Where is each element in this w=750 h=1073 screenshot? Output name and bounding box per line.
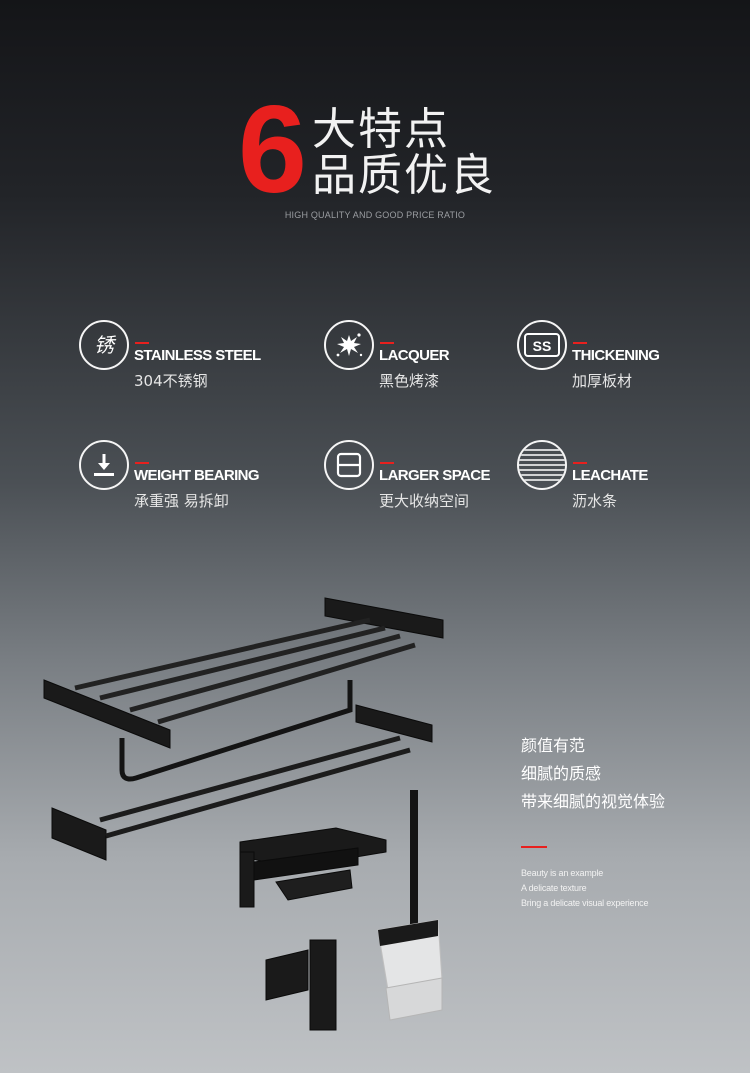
hero-tagline: HIGH QUALITY AND GOOD PRICE RATIO xyxy=(284,210,466,220)
toilet-brush xyxy=(377,790,443,1021)
feature-title-en: LACQUER xyxy=(379,347,450,364)
feature-accent-bar xyxy=(135,462,149,464)
feature-copy: 颜值有范 细腻的质感 带来细腻的视觉体验 Beauty is an exampl… xyxy=(521,732,665,911)
product-set-illustration xyxy=(43,597,444,1031)
feature-weight-bearing: WEIGHT BEARING 承重强 易拆卸 xyxy=(79,440,299,510)
feature-title-zh: 304不锈钢 xyxy=(134,372,208,390)
double-towel-bar xyxy=(51,704,433,861)
svg-text:锈: 锈 xyxy=(94,333,117,357)
leachate-icon xyxy=(517,440,567,490)
feature-title-zh: 承重强 易拆卸 xyxy=(134,492,229,510)
feature-title-en: LEACHATE xyxy=(572,467,648,484)
lacquer-splash-icon xyxy=(324,320,374,370)
hero-title-line2: 品质优良 xyxy=(312,150,496,201)
robe-hook xyxy=(265,939,337,1031)
towel-shelf xyxy=(43,597,444,782)
copy-small: Beauty is an example xyxy=(521,868,604,878)
thickening-icon: SS xyxy=(517,320,567,370)
feature-title-zh: 更大收纳空间 xyxy=(379,492,470,510)
feature-accent-bar xyxy=(380,342,394,344)
feature-leachate: LEACHATE 沥水条 xyxy=(517,440,737,510)
copy-line: 颜值有范 xyxy=(521,736,586,755)
feature-stainless-steel: 锈 STAINLESS STEEL 304不锈钢 xyxy=(79,320,299,390)
larger-space-icon xyxy=(324,440,374,490)
feature-title-zh: 沥水条 xyxy=(572,492,618,510)
feature-title-en: WEIGHT BEARING xyxy=(134,467,260,484)
copy-small: Bring a delicate visual experience xyxy=(521,898,649,908)
hero-section: 6 大特点 品质优良 HIGH QUALITY AND GOOD PRICE R… xyxy=(0,0,750,240)
feature-count-number: 6 xyxy=(238,81,307,219)
feature-title-en: THICKENING xyxy=(572,347,660,364)
paper-holder xyxy=(239,827,387,908)
feature-accent-bar xyxy=(135,342,149,344)
feature-accent-bar xyxy=(573,342,587,344)
feature-accent-bar xyxy=(380,462,394,464)
feature-title-zh: 黑色烤漆 xyxy=(379,372,440,390)
copy-line: 带来细腻的视觉体验 xyxy=(521,792,666,811)
feature-title-en: STAINLESS STEEL xyxy=(134,347,261,364)
feature-accent-bar xyxy=(573,462,587,464)
weight-bearing-icon xyxy=(79,440,129,490)
copy-line: 细腻的质感 xyxy=(521,764,602,783)
feature-larger-space: LARGER SPACE 更大收纳空间 xyxy=(324,440,544,510)
stainless-steel-icon: 锈 xyxy=(79,320,129,370)
feature-lacquer: LACQUER 黑色烤漆 xyxy=(324,320,544,390)
feature-thickening: SS THICKENING 加厚板材 xyxy=(517,320,737,390)
hero-title-line1: 大特点 xyxy=(312,104,450,155)
svg-text:SS: SS xyxy=(533,338,552,354)
feature-title-zh: 加厚板材 xyxy=(572,372,633,390)
copy-accent-bar xyxy=(521,846,547,848)
copy-small: A delicate texture xyxy=(521,883,587,893)
feature-title-en: LARGER SPACE xyxy=(379,467,490,484)
